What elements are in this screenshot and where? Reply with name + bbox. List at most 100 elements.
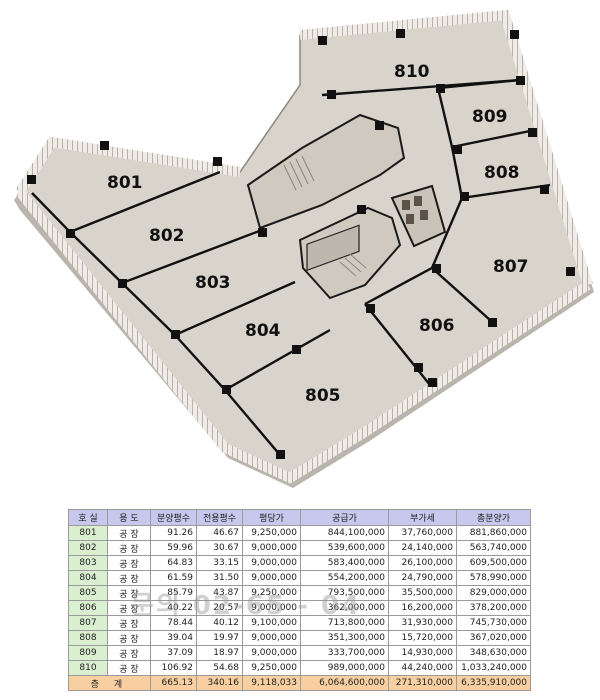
value-cell: 54.68	[196, 660, 243, 676]
value-cell: 578,990,000	[456, 570, 531, 586]
use-cell: 공 장	[107, 660, 151, 676]
value-cell: 844,100,000	[300, 525, 389, 541]
unit-label-802: 802	[149, 226, 185, 246]
value-cell: 378,200,000	[456, 600, 531, 616]
column-header: 호 실	[68, 509, 108, 526]
use-cell: 공 장	[107, 585, 151, 601]
value-cell: 583,400,000	[300, 555, 389, 571]
room-cell: 802	[68, 540, 108, 556]
unit-label-806: 806	[419, 316, 455, 336]
value-cell: 793,500,000	[300, 585, 389, 601]
use-cell: 공 장	[107, 555, 151, 571]
room-cell: 803	[68, 555, 108, 571]
room-cell: 807	[68, 615, 108, 631]
value-cell: 59.96	[150, 540, 197, 556]
unit-label-805: 805	[305, 386, 341, 406]
use-cell: 공 장	[107, 645, 151, 661]
room-cell: 805	[68, 585, 108, 601]
value-cell: 35,500,000	[388, 585, 457, 601]
floor-plan: 801 802 803 804 805 806 807 808 809 810	[14, 9, 594, 488]
value-cell: 39.04	[150, 630, 197, 646]
unit-label-808: 808	[484, 163, 520, 183]
value-cell: 9,000,000	[242, 645, 301, 661]
value-cell: 31.50	[196, 570, 243, 586]
value-cell: 31,930,000	[388, 615, 457, 631]
value-cell: 333,700,000	[300, 645, 389, 661]
railing-south	[16, 188, 591, 484]
value-cell: 19.97	[196, 630, 243, 646]
total-value-cell: 9,118,033	[242, 675, 301, 691]
value-cell: 46.67	[196, 525, 243, 541]
unit-label-804: 804	[245, 321, 281, 341]
room-cell: 810	[68, 660, 108, 676]
value-cell: 85.79	[150, 585, 197, 601]
value-cell: 9,000,000	[242, 600, 301, 616]
value-cell: 43.87	[196, 585, 243, 601]
value-cell: 44,240,000	[388, 660, 457, 676]
value-cell: 61.59	[150, 570, 197, 586]
value-cell: 9,100,000	[242, 615, 301, 631]
column-header: 용 도	[107, 509, 151, 526]
value-cell: 881,860,000	[456, 525, 531, 541]
column-header: 부가세	[388, 509, 457, 526]
value-cell: 91.26	[150, 525, 197, 541]
value-cell: 40.12	[196, 615, 243, 631]
column-header: 총분양가	[456, 509, 531, 526]
use-cell: 공 장	[107, 540, 151, 556]
value-cell: 106.92	[150, 660, 197, 676]
unit-label-809: 809	[472, 107, 508, 127]
unit-label-807: 807	[493, 257, 529, 277]
room-cell: 809	[68, 645, 108, 661]
value-cell: 40.22	[150, 600, 197, 616]
value-cell: 20.57	[196, 600, 243, 616]
value-cell: 14,930,000	[388, 645, 457, 661]
value-cell: 609,500,000	[456, 555, 531, 571]
room-cell: 806	[68, 600, 108, 616]
value-cell: 367,020,000	[456, 630, 531, 646]
column-header: 분양평수	[150, 509, 197, 526]
value-cell: 563,740,000	[456, 540, 531, 556]
value-cell: 26,100,000	[388, 555, 457, 571]
value-cell: 78.44	[150, 615, 197, 631]
value-cell: 351,300,000	[300, 630, 389, 646]
value-cell: 16,200,000	[388, 600, 457, 616]
value-cell: 64.83	[150, 555, 197, 571]
value-cell: 24,140,000	[388, 540, 457, 556]
use-cell: 공 장	[107, 600, 151, 616]
value-cell: 9,000,000	[242, 570, 301, 586]
value-cell: 37,760,000	[388, 525, 457, 541]
value-cell: 9,000,000	[242, 540, 301, 556]
value-cell: 554,200,000	[300, 570, 389, 586]
value-cell: 1,033,240,000	[456, 660, 531, 676]
value-cell: 37.09	[150, 645, 197, 661]
value-cell: 989,000,000	[300, 660, 389, 676]
use-cell: 공 장	[107, 630, 151, 646]
column-header: 공급가	[300, 509, 389, 526]
value-cell: 24,790,000	[388, 570, 457, 586]
use-cell: 공 장	[107, 570, 151, 586]
total-value-cell: 271,310,000	[388, 675, 457, 691]
value-cell: 15,720,000	[388, 630, 457, 646]
room-cell: 801	[68, 525, 108, 541]
value-cell: 9,250,000	[242, 585, 301, 601]
value-cell: 539,600,000	[300, 540, 389, 556]
unit-label-803: 803	[195, 273, 231, 293]
unit-label-801: 801	[107, 173, 143, 193]
value-cell: 9,250,000	[242, 660, 301, 676]
